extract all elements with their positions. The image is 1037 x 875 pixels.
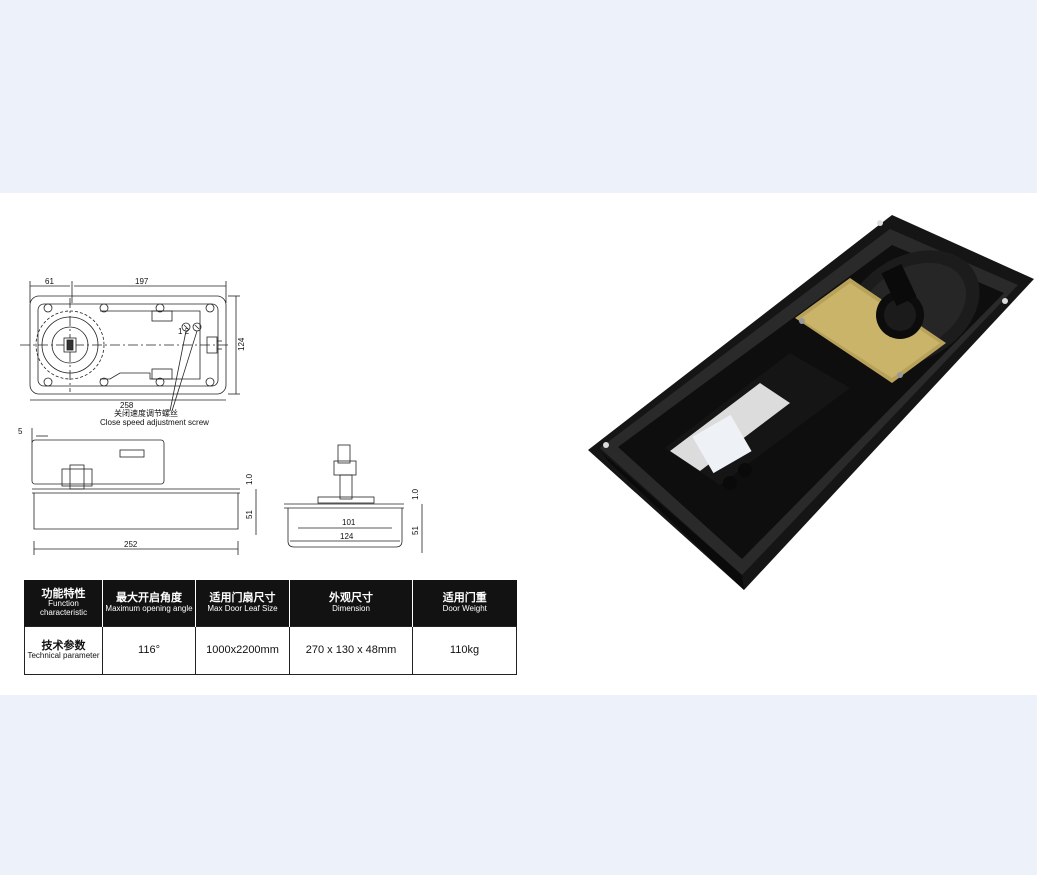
dim-overall-length: 258 (120, 401, 134, 410)
dim-end-inner: 101 (342, 518, 356, 527)
dim-end-depth: 51 (411, 526, 420, 535)
header-en: Function characteristic (39, 599, 88, 617)
header-en: Dimension (332, 603, 370, 613)
dim-top-left: 61 (45, 277, 54, 286)
dim-side-depth: 51 (245, 510, 254, 519)
header-max-angle: 最大开启角度 Maximum opening angle (102, 580, 196, 627)
dim-end-outer: 124 (340, 532, 354, 541)
value-door-weight: 110kg (412, 626, 517, 675)
side-view: 5 1.0 51 252 (18, 427, 257, 555)
header-zh: 外观尺寸 (329, 592, 373, 605)
header-zh: 功能特性 (41, 587, 86, 600)
product-panel: 61 197 1 2 (0, 193, 1037, 695)
floor-spring-body (588, 215, 1034, 590)
spec-header-row: 功能特性 Function characteristic 最大开启角度 Maxi… (24, 580, 517, 627)
screw-markers: 1 2 (178, 327, 190, 336)
technical-drawing: 61 197 1 2 (18, 277, 423, 555)
dim-height: 124 (237, 337, 246, 351)
dim-top-span: 197 (135, 277, 149, 286)
header-door-weight: 适用门重 Door Weight (412, 580, 517, 627)
dim-side-plate: 1.0 (245, 473, 254, 485)
row-label-en: Technical parameter (27, 651, 100, 661)
header-en: Max Door Leaf Size (207, 603, 278, 613)
dim-side-length: 252 (124, 540, 138, 549)
header-zh: 适用门重 (442, 592, 487, 605)
top-view: 61 197 1 2 (20, 277, 246, 427)
row-label-zh: 技术参数 (41, 639, 86, 652)
callout-en: Close speed adjustment screw (100, 418, 209, 427)
product-photo (588, 215, 1034, 590)
value-door-size: 1000x2200mm (195, 626, 290, 675)
spec-value-row: 技术参数 Technical parameter 116° 1000x2200m… (24, 626, 517, 675)
dim-end-plate: 1.0 (411, 488, 420, 500)
header-zh: 最大开启角度 (116, 592, 182, 605)
spec-table: 功能特性 Function characteristic 最大开启角度 Maxi… (24, 580, 517, 675)
end-view: 101 124 1.0 51 (284, 444, 423, 553)
header-en: Maximum opening angle (105, 603, 193, 613)
value-dimension: 270 x 130 x 48mm (289, 626, 413, 675)
header-en: Door Weight (442, 603, 487, 613)
header-zh: 适用门扇尺寸 (209, 592, 276, 605)
header-function: 功能特性 Function characteristic (24, 580, 103, 627)
dim-side-offset: 5 (18, 427, 23, 436)
value-max-angle: 116° (102, 626, 196, 675)
row-label: 技术参数 Technical parameter (24, 626, 103, 675)
header-dimension: 外观尺寸 Dimension (289, 580, 413, 627)
header-door-size: 适用门扇尺寸 Max Door Leaf Size (195, 580, 290, 627)
callout-zh: 关闭速度调节螺丝 (114, 408, 178, 418)
